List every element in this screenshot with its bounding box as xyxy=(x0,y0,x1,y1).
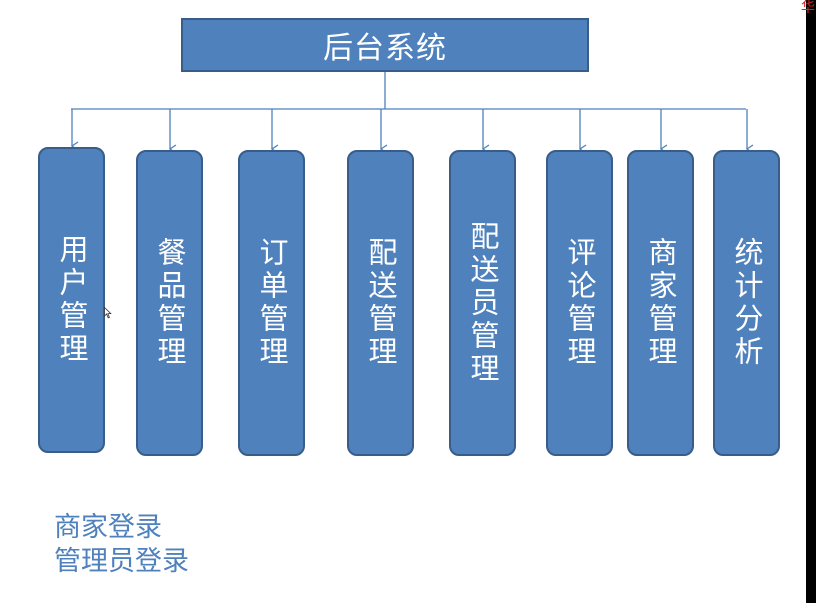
right-edge-strip xyxy=(806,0,816,603)
module-label: 统计分析 xyxy=(730,237,764,369)
module-label: 订单管理 xyxy=(255,237,289,369)
module-label: 配送管理 xyxy=(364,237,398,369)
branch-arrows xyxy=(70,109,754,154)
module-meal: 餐品管理 xyxy=(136,150,203,456)
module-stats: 统计分析 xyxy=(713,150,780,456)
root-node-label: 后台系统 xyxy=(323,31,447,66)
corner-mark: 华 xyxy=(801,0,815,16)
merchant-login-link[interactable]: 商家登录 xyxy=(54,512,162,543)
module-merchant: 商家管理 xyxy=(627,150,694,456)
module-label: 用户管理 xyxy=(55,234,89,366)
module-delivery: 配送管理 xyxy=(347,150,414,456)
module-user: 用户管理 xyxy=(38,147,105,453)
module-label: 商家管理 xyxy=(644,237,678,369)
module-label: 配送员管理 xyxy=(466,220,500,386)
root-node: 后台系统 xyxy=(181,18,589,72)
admin-login-link[interactable]: 管理员登录 xyxy=(54,546,189,577)
module-review: 评论管理 xyxy=(546,150,613,456)
mouse-cursor-icon xyxy=(104,307,112,319)
module-order: 订单管理 xyxy=(238,150,305,456)
module-courier: 配送员管理 xyxy=(449,150,516,456)
login-links: 商家登录 管理员登录 xyxy=(54,511,189,579)
module-label: 餐品管理 xyxy=(153,237,187,369)
module-label: 评论管理 xyxy=(563,237,597,369)
